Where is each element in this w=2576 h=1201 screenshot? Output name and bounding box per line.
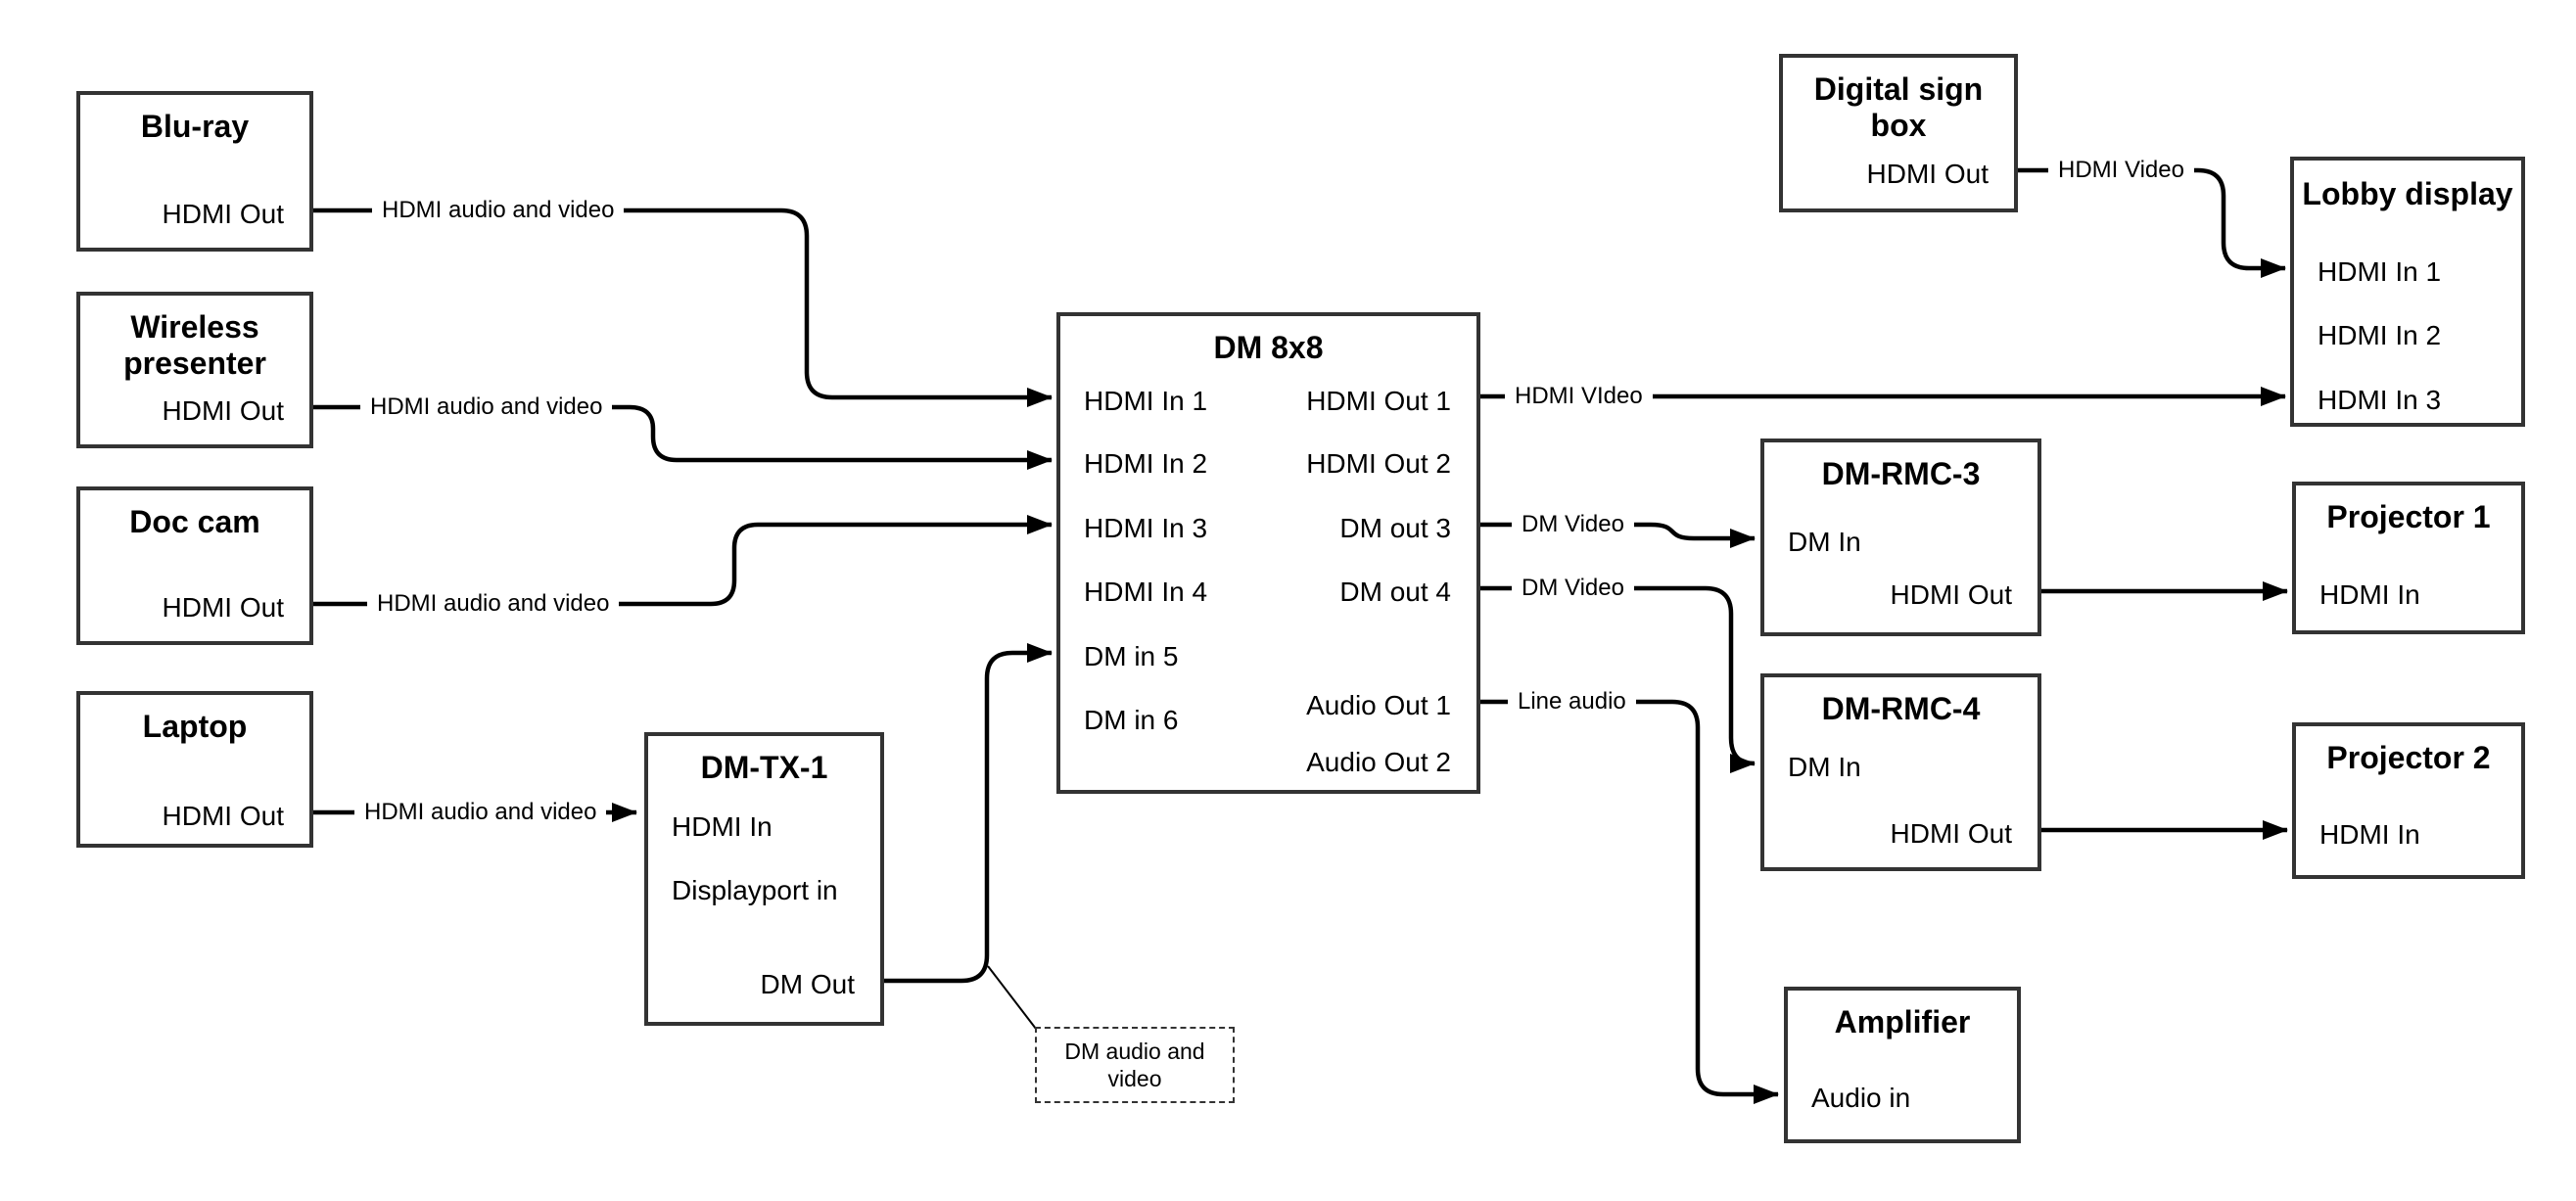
port-dm8x8-dm-out-4: DM out 4 xyxy=(1339,577,1451,607)
node-amplifier: Amplifier Audio in xyxy=(1784,987,2021,1143)
port-dmrmc3-hdmi-out: HDMI Out xyxy=(1890,579,2012,610)
port-digitalsign-hdmi-out: HDMI Out xyxy=(1866,159,1989,189)
node-dm-tx-1: DM-TX-1 HDMI In Displayport in DM Out xyxy=(644,732,884,1026)
port-lobby-hdmi-in-3: HDMI In 3 xyxy=(2318,385,2442,415)
node-laptop-title: Laptop xyxy=(142,709,248,744)
node-bluray-title: Blu-ray xyxy=(140,109,250,144)
note-text: DM audio and video xyxy=(1064,1039,1205,1091)
node-bluray: Blu-ray HDMI Out xyxy=(76,91,313,252)
port-bluray-hdmi-out: HDMI Out xyxy=(162,199,284,229)
node-digital-sign-box-title: Digital sign box xyxy=(1813,71,1984,143)
port-dmtx1-displayport-in: Displayport in xyxy=(672,875,838,905)
port-projector1-hdmi-in: HDMI In xyxy=(2319,579,2420,610)
edge-label-digital-sign: HDMI Video xyxy=(2048,158,2194,183)
node-dm-rmc-4: DM-RMC-4 DM In HDMI Out xyxy=(1760,673,2041,871)
port-wireless-hdmi-out: HDMI Out xyxy=(162,395,284,426)
edge-label-wireless: HDMI audio and video xyxy=(360,394,613,420)
port-dm8x8-dm-in-5: DM in 5 xyxy=(1084,641,1179,671)
edge-label-bluray: HDMI audio and video xyxy=(372,198,625,223)
port-dmrmc4-hdmi-out: HDMI Out xyxy=(1890,818,2012,849)
edge-label-dm-out-3: DM Video xyxy=(1512,512,1634,537)
node-dm-tx-1-title: DM-TX-1 xyxy=(700,750,828,785)
port-doccam-hdmi-out: HDMI Out xyxy=(162,592,284,623)
node-dm-rmc-3: DM-RMC-3 DM In HDMI Out xyxy=(1760,439,2041,636)
node-wireless-presenter-title: Wireless presenter xyxy=(123,309,266,381)
edge-label-laptop: HDMI audio and video xyxy=(354,800,607,825)
port-lobby-hdmi-in-2: HDMI In 2 xyxy=(2318,320,2442,350)
note-leader-line xyxy=(987,965,1037,1030)
port-dm8x8-hdmi-in-1: HDMI In 1 xyxy=(1084,386,1208,416)
node-projector-1: Projector 1 HDMI In xyxy=(2292,482,2525,634)
edge-wireless-to-dm8x8-hdmi-in-2 xyxy=(313,404,1053,470)
port-dm8x8-hdmi-in-3: HDMI In 3 xyxy=(1084,513,1208,543)
node-lobby-display: Lobby display HDMI In 1 HDMI In 2 HDMI I… xyxy=(2290,157,2525,427)
port-projector2-hdmi-in: HDMI In xyxy=(2319,819,2420,850)
edge-doccam-to-dm8x8-hdmi-in-3 xyxy=(313,515,1053,607)
node-amplifier-title: Amplifier xyxy=(1834,1004,1971,1039)
port-dm8x8-audio-out-2: Audio Out 2 xyxy=(1306,747,1451,777)
edge-bluray-to-dm8x8-hdmi-in-1 xyxy=(313,208,1053,407)
port-dmrmc4-dm-in: DM In xyxy=(1788,752,1861,782)
port-dmrmc3-dm-in: DM In xyxy=(1788,527,1861,557)
node-projector-2-title: Projector 2 xyxy=(2326,740,2491,775)
node-lobby-display-title: Lobby display xyxy=(2302,176,2513,211)
port-dm8x8-hdmi-out-2: HDMI Out 2 xyxy=(1306,448,1451,479)
port-dm8x8-hdmi-in-4: HDMI In 4 xyxy=(1084,577,1208,607)
edge-label-audio-out-1: Line audio xyxy=(1508,689,1636,715)
port-dm8x8-audio-out-1: Audio Out 1 xyxy=(1306,690,1451,720)
node-laptop: Laptop HDMI Out xyxy=(76,691,313,848)
port-dmtx1-hdmi-in: HDMI In xyxy=(672,811,773,842)
node-dm-rmc-3-title: DM-RMC-3 xyxy=(1821,456,1981,491)
edge-label-dm-out-4: DM Video xyxy=(1512,576,1634,601)
edge-digitalsign-to-lobby-hdmi-in-1 xyxy=(2018,167,2286,278)
node-wireless-presenter: Wireless presenter HDMI Out xyxy=(76,292,313,448)
node-digital-sign-box: Digital sign box HDMI Out xyxy=(1779,54,2018,212)
port-dm8x8-dm-in-6: DM in 6 xyxy=(1084,705,1179,735)
port-dm8x8-dm-out-3: DM out 3 xyxy=(1339,513,1451,543)
node-doc-cam: Doc cam HDMI Out xyxy=(76,486,313,645)
node-dm-rmc-4-title: DM-RMC-4 xyxy=(1821,691,1981,726)
node-doc-cam-title: Doc cam xyxy=(129,504,260,539)
port-dm8x8-hdmi-in-2: HDMI In 2 xyxy=(1084,448,1208,479)
node-projector-1-title: Projector 1 xyxy=(2326,499,2491,534)
port-dmtx1-dm-out: DM Out xyxy=(760,969,855,999)
edge-label-hdmi-out-1: HDMI VIdeo xyxy=(1505,384,1653,409)
node-dm-8x8: DM 8x8 HDMI In 1 HDMI In 2 HDMI In 3 HDM… xyxy=(1056,312,1480,794)
note-dm-audio-and-video: DM audio and video xyxy=(1035,1027,1235,1103)
port-lobby-hdmi-in-1: HDMI In 1 xyxy=(2318,256,2442,287)
edge-dm8x8-dm-out-3-to-dmrmc3-dm-in xyxy=(1480,522,1756,548)
edge-dm8x8-dm-out-4-to-dmrmc4-dm-in xyxy=(1480,585,1756,773)
port-amplifier-audio-in: Audio in xyxy=(1811,1083,1911,1113)
edge-label-doccam: HDMI audio and video xyxy=(367,591,620,617)
port-laptop-hdmi-out: HDMI Out xyxy=(162,801,284,831)
node-dm-8x8-title: DM 8x8 xyxy=(1213,330,1324,365)
edge-dmtx1-to-dm8x8-dm-in-5 xyxy=(884,643,1053,984)
edge-dm8x8-audio-out-1-to-amplifier xyxy=(1480,699,1779,1104)
port-dm8x8-hdmi-out-1: HDMI Out 1 xyxy=(1306,386,1451,416)
node-projector-2: Projector 2 HDMI In xyxy=(2292,722,2525,879)
